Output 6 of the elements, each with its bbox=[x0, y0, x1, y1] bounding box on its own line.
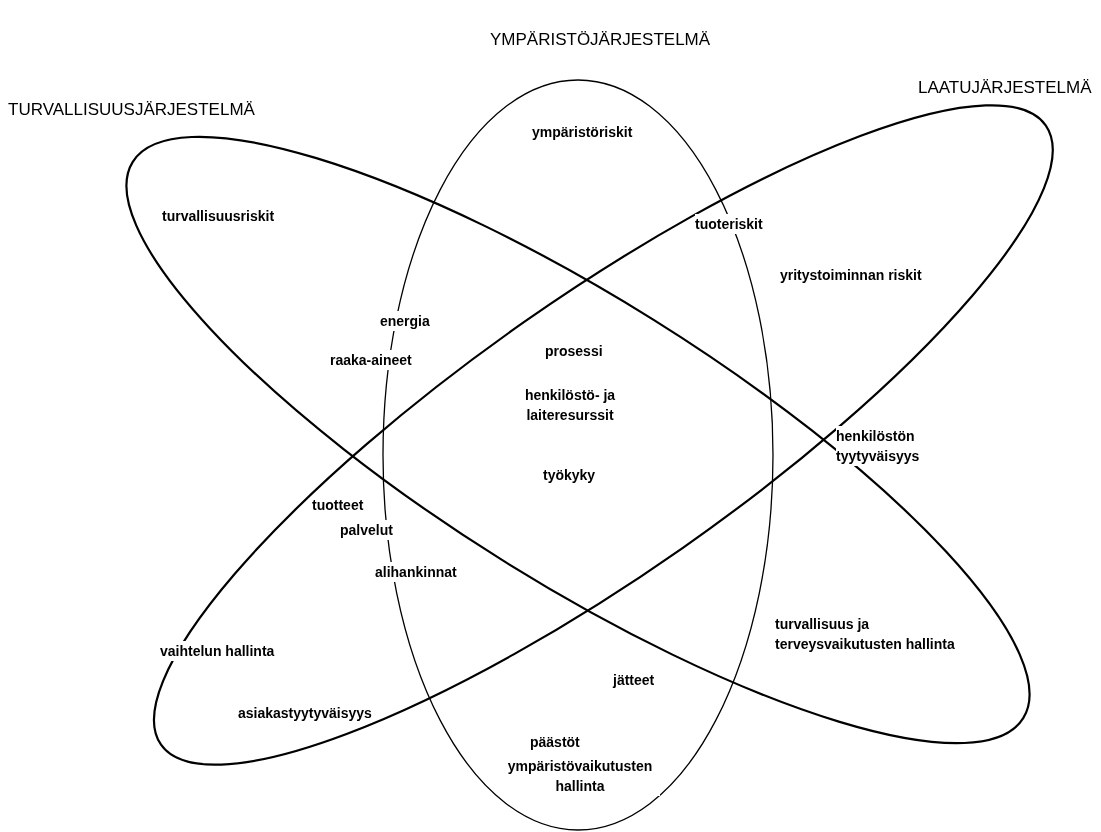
region-label: vaihtelun hallinta bbox=[160, 641, 275, 661]
region-label: raaka-aineet bbox=[330, 350, 412, 370]
region-label: alihankinnat bbox=[375, 562, 457, 582]
region-label: palvelut bbox=[340, 520, 393, 540]
region-label: tuoteriskit bbox=[695, 214, 763, 234]
region-label: energia bbox=[380, 311, 430, 331]
